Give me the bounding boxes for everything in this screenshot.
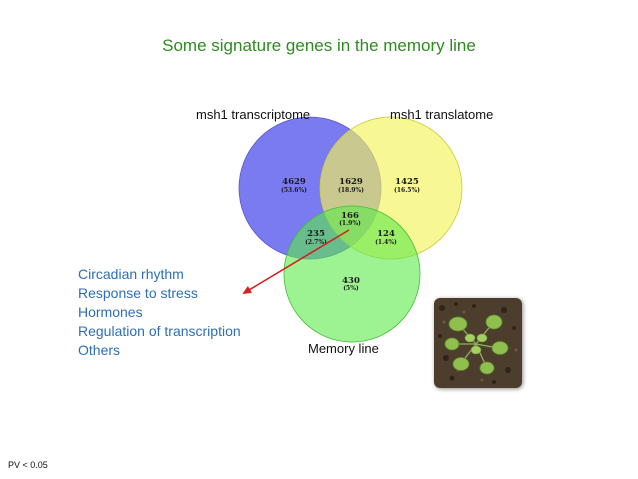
label-memory-line: Memory line: [308, 341, 379, 356]
category-item: Circadian rhythm: [78, 266, 184, 282]
category-item: Regulation of transcription: [78, 323, 241, 339]
pct-transcriptome-only: (53.6%): [281, 187, 307, 194]
pct-translatome-only: (16.5%): [394, 187, 420, 194]
red-arrow-icon: [242, 229, 350, 295]
count-translatome-memory: 124: [377, 229, 395, 239]
count-transcriptome-translatome: 1629: [339, 177, 363, 187]
slide-title: Some signature genes in the memory line: [162, 36, 476, 55]
count-transcriptome-only: 4629: [282, 177, 306, 187]
count-memory-only: 430: [342, 276, 360, 286]
arabidopsis-plant-photo: [434, 298, 522, 388]
pct-memory-only: (5%): [343, 285, 359, 292]
label-translatome: msh1 translatome: [390, 107, 494, 122]
pct-all-three: (1.9%): [339, 220, 361, 227]
count-translatome-only: 1425: [395, 177, 419, 187]
pct-transcriptome-translatome: (18.9%): [338, 187, 364, 194]
pv-footnote: PV < 0.05: [8, 460, 48, 470]
label-transcriptome: msh1 transcriptome: [196, 107, 311, 122]
pct-translatome-memory: (1.4%): [375, 239, 397, 246]
category-item: Hormones: [78, 304, 143, 320]
count-all-three: 166: [341, 211, 359, 221]
category-list: Circadian rhythm Response to stress Horm…: [78, 265, 241, 360]
pct-transcriptome-memory: (2.7%): [305, 239, 327, 246]
circle-memory-line: [283, 205, 421, 343]
category-item: Others: [78, 342, 121, 358]
category-item: Response to stress: [78, 285, 198, 301]
count-transcriptome-memory: 235: [307, 229, 325, 239]
